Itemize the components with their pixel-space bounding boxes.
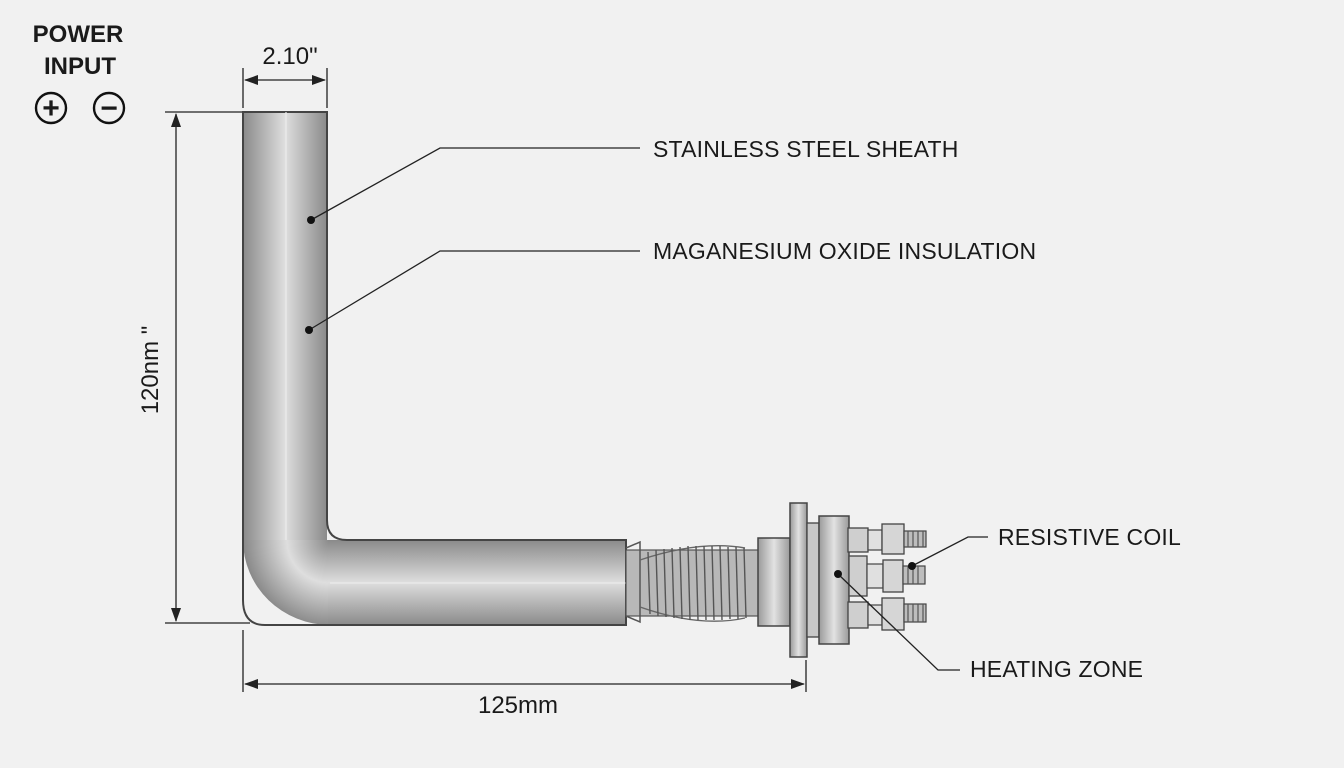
callout-insulation: MAGANESIUM OXIDE INSULATION bbox=[305, 238, 1036, 334]
resistive-coil-section bbox=[625, 537, 791, 627]
callout-insulation-label: MAGANESIUM OXIDE INSULATION bbox=[653, 238, 1036, 264]
height-dimension-label: 120nm " bbox=[137, 326, 164, 415]
terminal-stud-top bbox=[847, 523, 927, 555]
height-dimension: 120nm " bbox=[137, 111, 250, 624]
length-dimension: 125mm bbox=[242, 630, 807, 719]
minus-symbol: − bbox=[100, 92, 118, 125]
power-input-title-line2: INPUT bbox=[44, 53, 116, 80]
diameter-dimension-label: 2.10" bbox=[262, 43, 317, 70]
callout-sheath-label: STAINLESS STEEL SHEATH bbox=[653, 136, 959, 162]
plus-symbol: + bbox=[42, 92, 60, 125]
minus-terminal-icon: − bbox=[92, 91, 126, 125]
terminal-studs bbox=[847, 523, 927, 631]
power-input-legend: POWER INPUT + − bbox=[33, 21, 126, 125]
length-dimension-label: 125mm bbox=[478, 692, 558, 719]
callout-coil-label: RESISTIVE COIL bbox=[998, 524, 1181, 550]
callout-heating-zone-label: HEATING ZONE bbox=[970, 656, 1143, 682]
terminal-stud-bottom bbox=[847, 597, 927, 631]
diameter-dimension: 2.10" bbox=[242, 43, 328, 108]
callout-coil: RESISTIVE COIL bbox=[908, 524, 1181, 570]
terminal-stud-middle bbox=[866, 559, 926, 593]
callout-sheath: STAINLESS STEEL SHEATH bbox=[307, 136, 959, 224]
stainless-steel-tube bbox=[242, 111, 627, 626]
callout-heating-zone: HEATING ZONE bbox=[834, 570, 1143, 682]
terminal-flange bbox=[789, 502, 868, 658]
plus-terminal-icon: + bbox=[34, 91, 68, 125]
power-input-title-line1: POWER bbox=[33, 21, 124, 48]
